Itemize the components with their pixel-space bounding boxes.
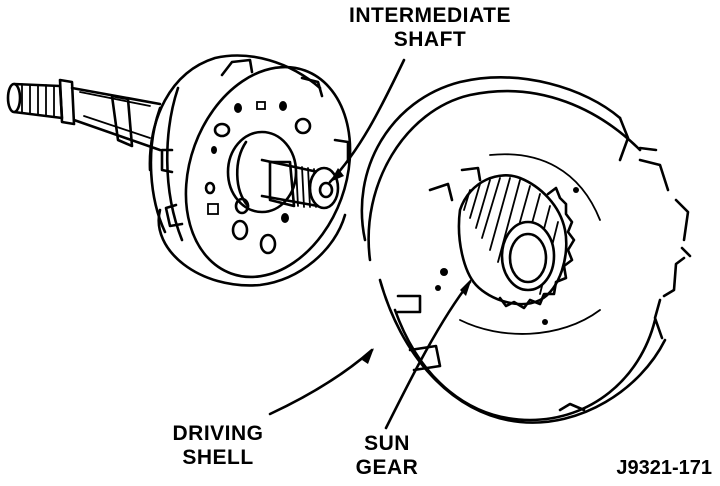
sun-gear-label: SUN GEAR — [352, 432, 422, 480]
sun-gear-label-line2: GEAR — [355, 456, 419, 479]
figure-code: J9321-171 — [616, 457, 712, 479]
intermediate-shaft — [6, 78, 162, 152]
intermediate-shaft-label-line1: INTERMEDIATE — [349, 4, 511, 27]
carrier-plate — [148, 54, 352, 287]
intermediate-shaft-label-line2: SHAFT — [393, 28, 467, 51]
sun-gear-label-line1: SUN — [364, 432, 410, 455]
driving-shell — [360, 76, 692, 424]
driving-shell-label-line2: SHELL — [182, 446, 254, 469]
driving-shell-label-line1: DRIVING — [172, 422, 264, 445]
sun-gear — [457, 174, 576, 310]
leader-lines — [268, 58, 472, 430]
intermediate-shaft-label: INTERMEDIATE SHAFT — [330, 4, 530, 52]
driving-shell-label: DRIVING SHELL — [158, 422, 278, 470]
